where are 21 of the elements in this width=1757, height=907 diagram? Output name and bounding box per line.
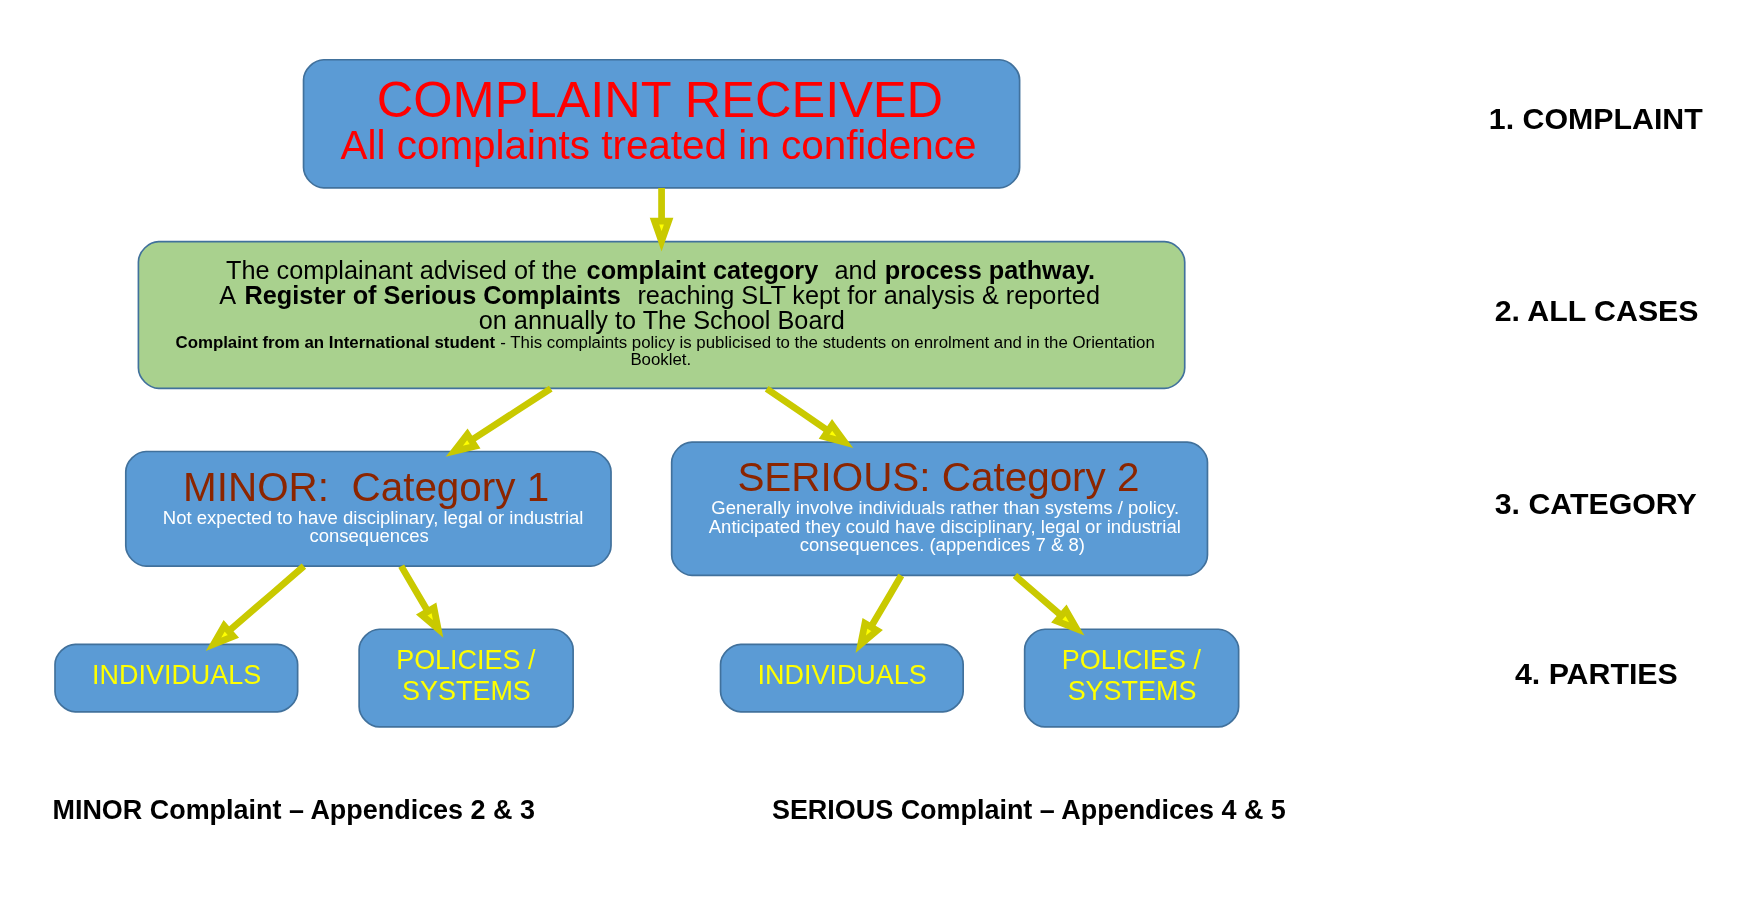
node-box: SERIOUS: Category 2 Generally involve individuals rather than systems / policy. Anticipated they could have disciplinary, legal or industrial consequences. (appendices 7 & 8): [670, 440, 1209, 576]
node-box: POLICIES / SYSTEMS: [1023, 627, 1240, 728]
label: 1. COMPLAINT: [1488, 101, 1703, 135]
arrow: [205, 563, 307, 651]
label: 2. ALL CASES: [1494, 293, 1699, 327]
arrow: [1012, 572, 1085, 636]
node-box: INDIVIDUALS: [719, 643, 964, 713]
node-box: POLICIES / SYSTEMS: [358, 627, 574, 728]
label: SERIOUS Complaint – Appendices 4 & 5: [771, 794, 1286, 825]
arrow: [649, 187, 674, 251]
arrow: [398, 563, 444, 638]
arrow: [855, 573, 905, 653]
node-box: MINOR: Category 1 Not expected to have disciplinary, legal or industrial consequences: [124, 450, 612, 567]
arrow: [764, 385, 854, 448]
node-box: The complainant advised of the complaint category and process pathway. A Register of Serious Complaints reaching SLT kept for analysis & reported on annually to The School Board Complaint from an International student - This complaints policy is publicised to the students on enrolment and in the Orientation Booklet.: [137, 240, 1186, 389]
arrow: [445, 385, 553, 457]
label: 3. CATEGORY: [1494, 486, 1697, 520]
label: MINOR Complaint – Appendices 2 & 3: [52, 794, 535, 825]
node-box: COMPLAINT RECEIVED All complaints treated in confidence: [302, 58, 1021, 189]
node-box: INDIVIDUALS: [54, 643, 299, 713]
label: 4. PARTIES: [1514, 656, 1678, 690]
